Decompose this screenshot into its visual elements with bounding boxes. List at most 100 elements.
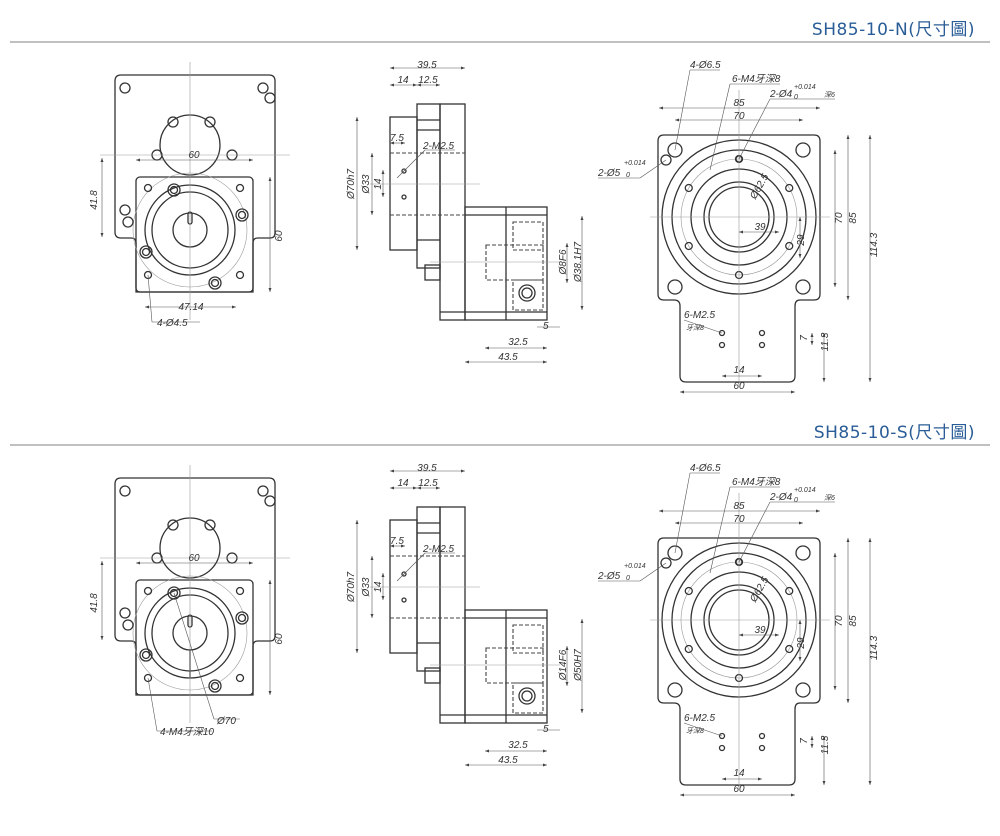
tapped-hole-icon (785, 586, 794, 596)
bolt-hole-icon (139, 648, 153, 662)
top-v7-label: 7 (799, 738, 810, 744)
hidden-pocket (512, 279, 544, 311)
front-left-height-label: 41.8 (89, 190, 100, 210)
top-pin-tol-low: 0 (794, 94, 798, 101)
front-holes-label: 4-Ø4.5 (157, 318, 188, 329)
top-v11-label: 11.3 (820, 735, 831, 754)
bolt-hole-icon (208, 276, 222, 290)
side-d-label: 5 (543, 321, 549, 332)
side-bearing (518, 284, 536, 302)
small-tap-icon (758, 744, 766, 752)
side-view-labels: 39.5 14 12.5 7.5 2-M2.5 Ø70h7 Ø33 14 Ø8F… (346, 60, 584, 363)
side-housing (439, 506, 466, 724)
top-dowel-tol-low: 0 (626, 575, 630, 582)
tap-hole-icon (401, 194, 407, 200)
hole-icon (235, 270, 245, 280)
side-f-label: 43.5 (498, 755, 518, 766)
bolt-hole-icon (167, 183, 181, 197)
leader (683, 722, 723, 737)
leader (147, 677, 158, 732)
hole-icon (257, 485, 269, 497)
hole-icon (235, 586, 245, 596)
top-pin-tol-up: +0.014 (794, 84, 816, 91)
top-tap-bottom-label: 6-M2.5 (684, 713, 716, 724)
leader (147, 274, 153, 323)
small-tap-icon (718, 744, 726, 752)
top-pin-depth: 深6 (824, 494, 835, 502)
side-view-labels: 39.5 14 12.5 7.5 2-M2.5 Ø70h7 Ø33 14 Ø14… (346, 463, 584, 766)
side-c-label: 7.5 (390, 133, 404, 144)
top-corner-holes-label: 4-Ø6.5 (690, 60, 721, 71)
top-pin-label: 2-Ø4 (769, 89, 793, 100)
side-shaft (424, 667, 441, 684)
hole-icon (122, 216, 134, 228)
hole-icon (264, 495, 276, 507)
hole-icon (119, 607, 131, 619)
top-tap-depth-label: 牙深8 (686, 324, 704, 332)
side-a-label: 14 (397, 75, 409, 86)
corner-hole-icon (667, 279, 683, 295)
top-dowel-tol-up: +0.014 (624, 160, 646, 167)
top-dowel-label: 2-Ø5 (597, 571, 621, 582)
top-pin-label: 2-Ø4 (769, 492, 793, 503)
leader (709, 486, 731, 574)
front-pcd-label: Ø70 (216, 716, 236, 727)
leader (639, 562, 667, 582)
hole-icon (143, 183, 153, 193)
top-w14-label: 14 (733, 365, 745, 376)
hole-icon (119, 485, 131, 497)
top-w70-label: 70 (733, 111, 745, 122)
side-a-label: 14 (397, 478, 409, 489)
side-pilot-label: Ø33 (361, 174, 372, 194)
side-housing (439, 103, 466, 321)
top-w60-label: 60 (733, 381, 745, 392)
small-tap-icon (758, 329, 766, 337)
leader (674, 472, 691, 554)
top-pin-tol-up: +0.014 (794, 487, 816, 494)
side-c-label: 7.5 (390, 536, 404, 547)
tapped-hole-icon (684, 644, 693, 654)
hole-icon (119, 82, 131, 94)
small-tap-icon (758, 732, 766, 740)
corner-hole-icon (667, 682, 683, 698)
top-h85-label: 85 (848, 615, 859, 627)
leader (173, 592, 215, 720)
leader (709, 83, 731, 171)
top-housing (657, 134, 821, 383)
front-back-plate (114, 477, 276, 696)
tap-hole-icon (401, 571, 407, 577)
hole-icon (235, 673, 245, 683)
top-h114-label: 114.3 (869, 635, 880, 660)
top-w85-label: 85 (733, 501, 745, 512)
side-overall-label: 39.5 (417, 463, 437, 474)
small-tap-icon (718, 732, 726, 740)
bolt-hole-icon (210, 681, 220, 691)
small-tap-icon (718, 341, 726, 349)
side-bearing (521, 690, 533, 702)
hole-icon (122, 619, 134, 631)
side-b-label: 12.5 (418, 478, 438, 489)
hole-icon (143, 586, 153, 596)
top-dowel-label: 2-Ø5 (597, 168, 621, 179)
front-back-plate (114, 74, 276, 293)
front-width-label: 60 (188, 553, 200, 564)
bolt-hole-icon (169, 185, 179, 195)
top-r39-label: 39 (754, 625, 766, 636)
top-tap-depth-label: 牙深8 (686, 727, 704, 735)
leader (639, 159, 667, 179)
hole-icon (264, 92, 276, 104)
side-bore-label: Ø14F6 (558, 649, 569, 681)
side-bearing (518, 687, 536, 705)
top-h29-label: 29 (796, 234, 807, 247)
side-flange-label: Ø70h7 (346, 169, 357, 200)
side-e-label: 32.5 (508, 337, 528, 348)
bolt-hole-icon (235, 611, 249, 625)
top-h70-label: 70 (834, 212, 845, 224)
top-h70-label: 70 (834, 615, 845, 627)
front-right-height-label: 60 (274, 230, 285, 242)
bolt-hole-icon (237, 613, 247, 623)
leader (683, 319, 723, 334)
top-pin-depth: 深6 (824, 91, 835, 99)
hole-icon (204, 116, 216, 128)
